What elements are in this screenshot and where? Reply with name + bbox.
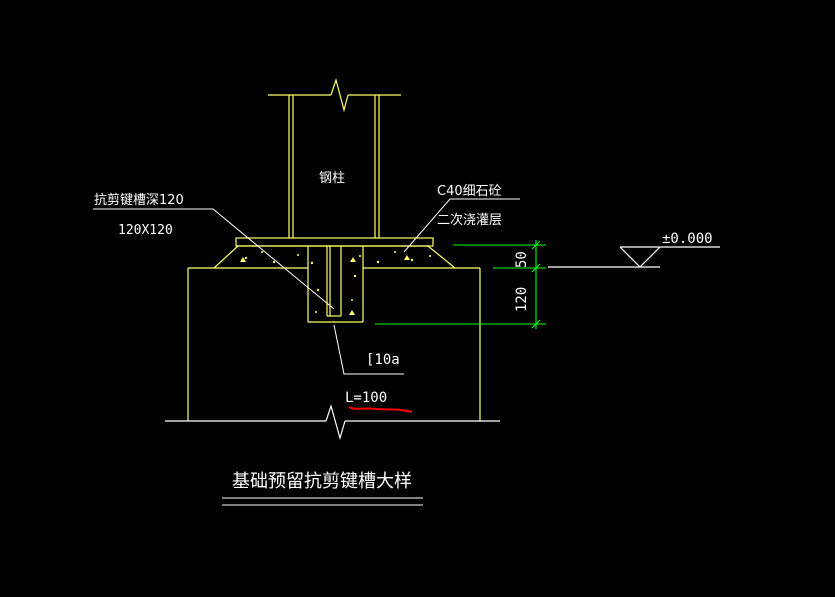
dimension-lines (375, 240, 546, 329)
channel-label: [10a (366, 352, 400, 368)
title-underline (222, 497, 423, 506)
shear-key-pocket (307, 246, 364, 323)
dim-50-label: 50 (514, 251, 530, 268)
elevation-label: ±0.000 (662, 231, 713, 247)
shear-key-size: 120X120 (118, 223, 173, 238)
column-label: 钢柱 (319, 171, 345, 186)
grout-layer (213, 245, 456, 269)
grout-hatch (240, 251, 431, 265)
channel-shear-key (326, 246, 342, 317)
length-label: L=100 (345, 390, 387, 406)
dim-120-label: 120 (514, 287, 530, 312)
grout-label-2: 二次浇灌层 (437, 212, 502, 228)
foundation (187, 267, 481, 421)
leader-lines (93, 198, 520, 375)
pocket-hatch (315, 274, 357, 315)
drawing-title: 基础预留抗剪键槽大样 (232, 471, 412, 492)
grout-label-1: C40细石砼 (437, 184, 502, 199)
red-annotation-underline (348, 406, 413, 413)
steel-column (268, 77, 401, 238)
elevation-symbol (548, 246, 720, 268)
shear-key-label: 抗剪键槽深120 (94, 192, 184, 208)
ground-break-line (165, 403, 500, 441)
base-plate (235, 237, 434, 247)
